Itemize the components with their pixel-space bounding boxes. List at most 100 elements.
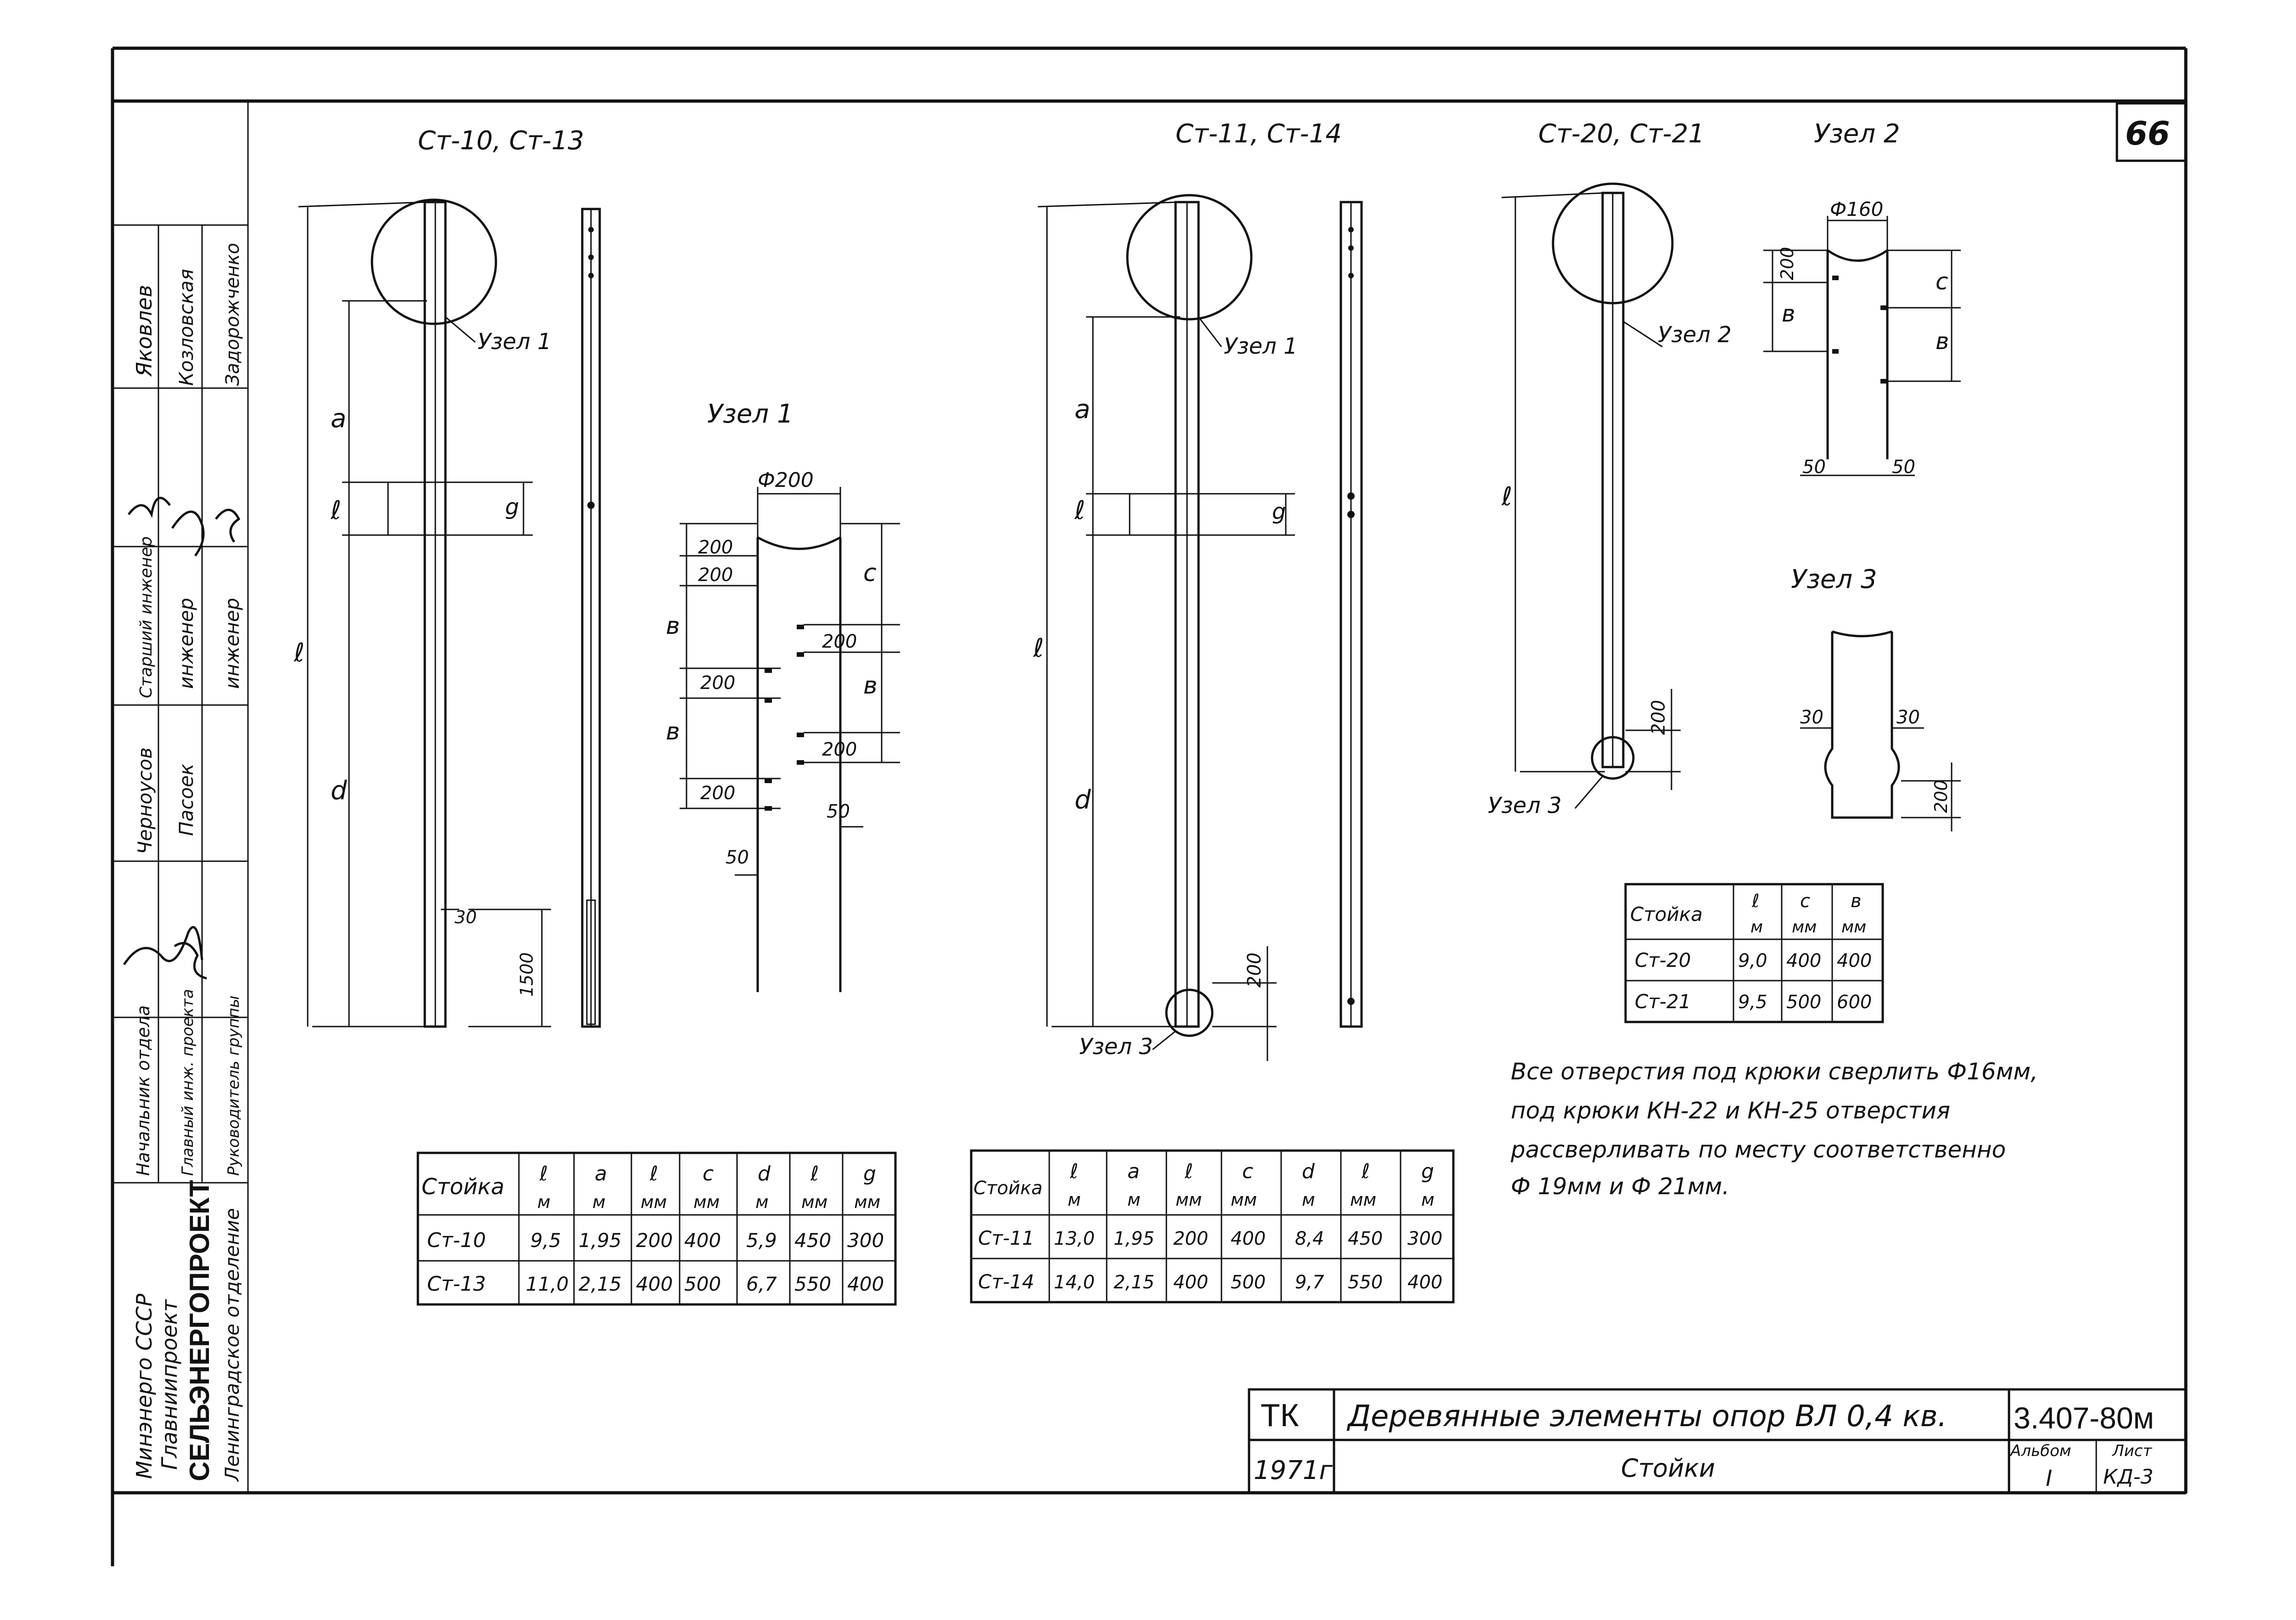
t3-unit-3: мм	[1841, 918, 1866, 937]
t1-r0-c4: 400	[684, 1229, 721, 1252]
dim-a-st11: а	[1075, 395, 1090, 424]
title-node1: Узел 1	[707, 399, 793, 429]
node1-dim-200-5: 200	[822, 631, 857, 652]
dim-l-st11: ℓ	[1033, 633, 1044, 663]
node2-letter-b1: в	[1782, 300, 1795, 327]
node2-circle	[1552, 182, 1674, 305]
node1-circle-a	[371, 198, 497, 325]
node2-dim-phi160: Ф160	[1830, 198, 1883, 220]
stamp-title: Деревянные элементы опор ВЛ 0,4 кв.	[1346, 1400, 1947, 1434]
title-st11-14: Ст-11, Ст-14	[1176, 119, 1342, 149]
t1-r1-c2: 2,15	[579, 1273, 622, 1295]
table-st11-14: Стойка ℓ а ℓ с d ℓ g м м мм мм м мм м Ст…	[970, 1149, 1455, 1304]
t1-unit-3: мм	[641, 1192, 667, 1212]
title-block: ТК 1971г Деревянные элементы опор ВЛ 0,4…	[1248, 1388, 2187, 1494]
sheet-number-box: 66	[2116, 102, 2187, 162]
t2-header-5: d	[1302, 1160, 1315, 1183]
label-node1-b: Узел 1	[1224, 333, 1298, 359]
node1-dim-50-1: 50	[726, 847, 749, 868]
t1-header-6: ℓ	[810, 1162, 819, 1185]
t2-unit-7: м	[1421, 1190, 1435, 1210]
t2-unit-2: м	[1127, 1190, 1141, 1210]
t2-header-6: ℓ	[1361, 1160, 1370, 1183]
t2-header-4: с	[1242, 1160, 1253, 1183]
t1-r1-c6: 550	[794, 1273, 831, 1295]
t1-unit-5: м	[755, 1192, 769, 1212]
title-st20-21: Ст-20, Ст-21	[1538, 119, 1705, 149]
name-col1-2: Пасоек	[175, 763, 197, 836]
org-line-2: Главниипроект	[157, 1299, 182, 1470]
table-st10-13: Стойка ℓ а ℓ с d ℓ g м м мм мм м мм мм С…	[416, 1151, 897, 1306]
t1-r1-c5: 6,7	[746, 1273, 777, 1295]
t1-r1-c4: 500	[684, 1273, 721, 1295]
t1-r0-c1: 9,5	[530, 1229, 561, 1252]
t1-r1-c0: Ст-13	[427, 1272, 486, 1296]
signature-4	[171, 510, 205, 557]
stamp-code: 3.407-80м	[2014, 1401, 2154, 1435]
dim-d-st10: d	[331, 776, 347, 806]
t2-r0-c2: 1,95	[1114, 1228, 1154, 1249]
node1-circle-b	[1126, 194, 1253, 321]
t1-header-5: d	[758, 1162, 771, 1185]
dim-l2-st10: ℓ	[330, 496, 341, 525]
t1-r0-c5: 5,9	[746, 1229, 777, 1252]
node2-dim-50-1: 50	[1802, 457, 1826, 478]
dim-g-st11: g	[1272, 499, 1286, 525]
stamp-header: ТК	[1261, 1397, 1299, 1433]
t1-r0-c2: 1,95	[579, 1229, 622, 1252]
t2-unit-6: мм	[1350, 1190, 1376, 1210]
t3-unit-1: м	[1750, 918, 1763, 937]
dim-200-st11: 200	[1244, 953, 1265, 988]
node2-dim-50-2: 50	[1892, 457, 1915, 478]
t3-r1-c0: Ст-21	[1635, 990, 1691, 1013]
pole-st20-21: Узел 2 Узел 3 ℓ 200	[1488, 182, 1732, 818]
node2-dim-200: 200	[1777, 247, 1797, 280]
side-pole-st10-13	[581, 208, 601, 1028]
name-col2-3: Задорожченко	[222, 243, 243, 386]
t2-r0-c3: 200	[1173, 1228, 1208, 1249]
note-line-1: Все отверстия под крюки сверлить Ф16мм,	[1511, 1058, 2038, 1085]
t1-unit-2: м	[592, 1192, 606, 1212]
t2-r0-c4: 400	[1231, 1228, 1266, 1249]
note-block: Все отверстия под крюки сверлить Ф16мм, …	[1510, 1058, 2038, 1200]
role-2: Главный инж. проекта	[179, 989, 197, 1176]
dim-d-st11: d	[1075, 785, 1091, 815]
t1-r0-c7: 300	[847, 1229, 884, 1252]
node1-dim-200-6: 200	[822, 739, 857, 760]
note-line-3: рассверливать по месту соответственно	[1510, 1136, 2006, 1163]
t2-unit-1: м	[1068, 1190, 1081, 1210]
t3-r0-c1: 9,0	[1738, 950, 1767, 971]
t2-r1-c7: 400	[1407, 1272, 1442, 1293]
note-line-2: под крюки КН-22 и КН-25 отверстия	[1511, 1097, 1950, 1124]
t1-header-0: Стойка	[422, 1174, 504, 1200]
node1-letter-b1: в	[666, 612, 680, 640]
t2-r0-c1: 13,0	[1054, 1228, 1095, 1249]
t2-r1-c2: 2,15	[1114, 1272, 1154, 1293]
node1-dim-phi200: Ф200	[758, 469, 814, 492]
t2-r0-c6: 450	[1348, 1228, 1383, 1249]
dim-1500: 1500	[517, 952, 537, 997]
t1-header-7: g	[863, 1162, 876, 1185]
node1-dim-50-2: 50	[827, 801, 850, 822]
dim-l2-st11: ℓ	[1074, 496, 1085, 525]
node2-letter-c: с	[1936, 268, 1948, 295]
dim-l-st10: ℓ	[293, 638, 304, 668]
side-pole-st11-14	[1339, 201, 1363, 1028]
t2-r1-c5: 9,7	[1295, 1272, 1324, 1293]
node3-dim-30-1: 30	[1800, 707, 1823, 728]
t3-r1-c2: 500	[1786, 992, 1821, 1013]
org-line-1: Минэнерго СССР	[132, 1293, 157, 1479]
t1-header-3: ℓ	[649, 1162, 658, 1185]
signature-3	[128, 497, 171, 518]
pole-st11-14: Узел 1 Узел 3 ℓ а ℓ d g 200	[1033, 194, 1298, 1061]
t3-r1-c1: 9,5	[1738, 992, 1767, 1013]
dim-l-st20: ℓ	[1501, 482, 1512, 512]
position-3: инженер	[221, 598, 243, 689]
stamp-subtitle: Стойки	[1621, 1454, 1715, 1483]
t1-unit-7: мм	[854, 1192, 880, 1212]
signature-5	[215, 508, 241, 543]
note-line-4: Ф 19мм и Ф 21мм.	[1511, 1173, 1729, 1200]
t1-unit-1: м	[537, 1192, 551, 1212]
node3-circle-a	[1165, 988, 1214, 1037]
t2-r1-c0: Ст-14	[978, 1270, 1034, 1293]
